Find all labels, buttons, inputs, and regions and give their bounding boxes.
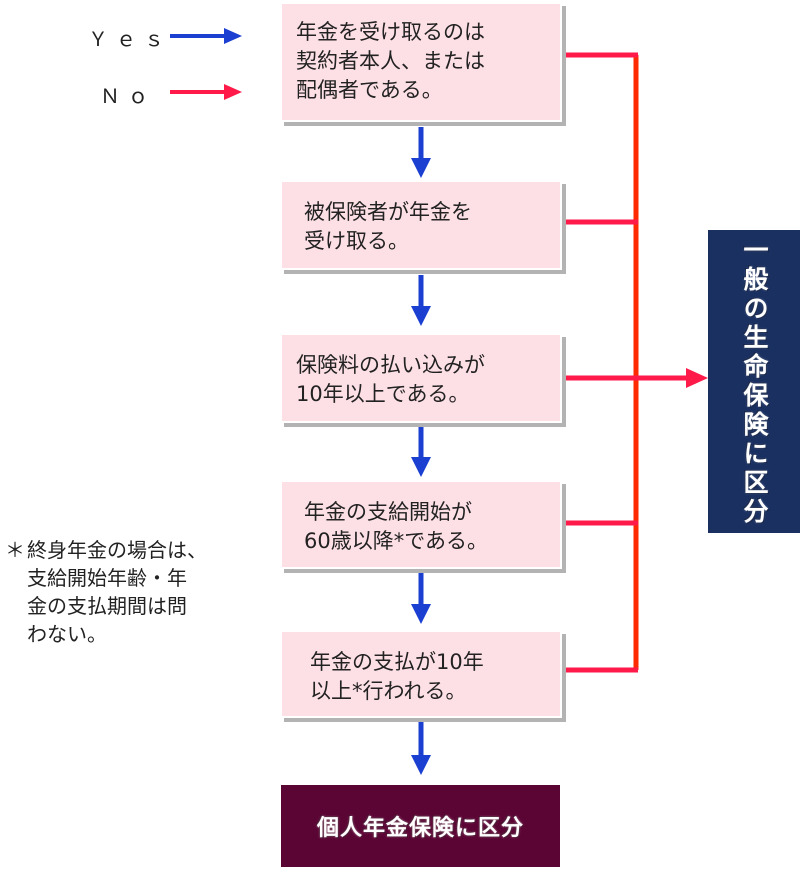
legend-yes-label: Ｙｅｓ	[88, 27, 172, 51]
condition-step-3: 保険料の払い込みが 10年以上である。	[280, 333, 562, 423]
yes-arrow-1	[411, 127, 431, 178]
no-connector	[562, 52, 708, 673]
result-individual-annuity-insurance-label: 個人年金保険に区分	[316, 816, 524, 841]
legend-yes-arrow	[170, 28, 242, 44]
yes-arrow-3	[411, 426, 431, 477]
condition-step-5: 年金の支払が10年 以上*行われる。	[280, 630, 562, 718]
yes-arrow-5	[411, 722, 431, 775]
condition-step-2: 被保険者が年金を 受け取る。	[280, 180, 562, 270]
condition-step-2-text: 被保険者が年金を 受け取る。	[304, 200, 472, 253]
footnote-text: 終身年金の場合は、 支給開始年齢・年 金の支払期間は問 わない。	[27, 538, 207, 646]
condition-step-4: 年金の支給開始が 60歳以降*である。	[280, 480, 562, 569]
condition-step-1-text: 年金を受け取るのは 契約者本人、または 配偶者である。	[296, 20, 485, 102]
condition-step-3-text: 保険料の払い込みが 10年以上である。	[296, 353, 485, 406]
condition-step-1: 年金を受け取るのは 契約者本人、または 配偶者である。	[280, 2, 562, 122]
condition-step-5-text: 年金の支払が10年 以上*行われる。	[310, 650, 484, 703]
legend-no-arrow	[170, 84, 242, 100]
legend-no-label: Ｎｏ	[100, 84, 156, 108]
yes-arrow-4	[411, 573, 431, 624]
yes-arrow-2	[411, 275, 431, 326]
footnote-marker: ＊	[5, 538, 25, 562]
result-general-life-insurance: 一般の生命保険に区分	[708, 230, 800, 533]
result-general-life-insurance-label: 一般の生命保険に区分	[740, 236, 769, 527]
result-individual-annuity-insurance: 個人年金保険に区分	[281, 785, 560, 867]
condition-step-4-text: 年金の支給開始が 60歳以降*である。	[304, 500, 489, 553]
